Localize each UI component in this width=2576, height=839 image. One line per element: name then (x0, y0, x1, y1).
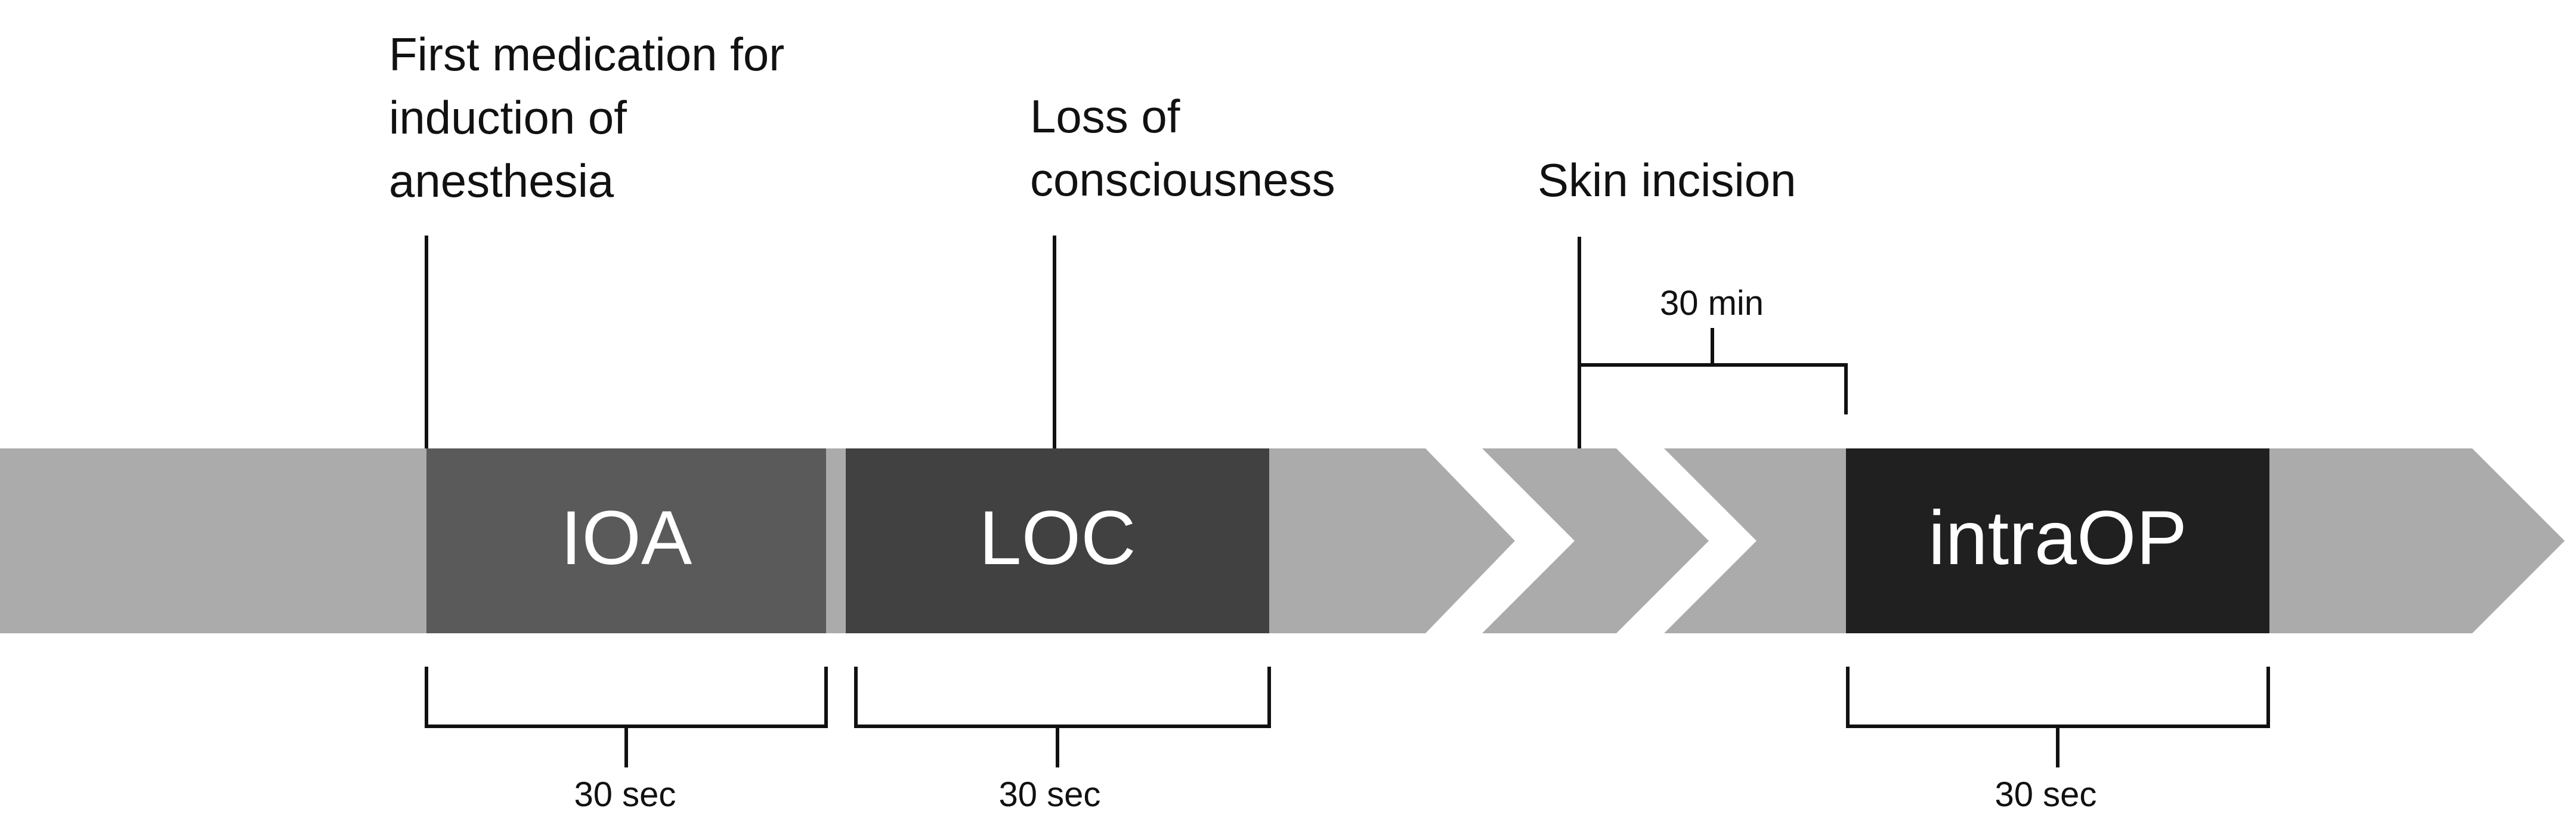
loss-of-consciousness-line-1: Loss of (1030, 90, 1180, 143)
incision-gap-duration-label: 30 min (1660, 284, 1764, 323)
loc-phase-label: LOC (979, 496, 1136, 581)
intraop-bracket-line (1846, 667, 2270, 767)
ioa-phase-box (426, 448, 826, 633)
ioa-phase-label: IOA (561, 496, 692, 581)
timeline-chevron-segment-1 (1482, 448, 1709, 633)
first-medication-line-2: induction of (389, 91, 627, 144)
intraop-phase-box (1846, 448, 2269, 633)
event-marker-lines (425, 236, 1581, 448)
ioa-duration-label: 30 sec (574, 775, 676, 814)
loss-of-consciousness-label: Loss of consciousness (1030, 90, 1335, 206)
loc-bracket-line (854, 667, 1271, 767)
ioa-bracket-line (425, 667, 828, 767)
intraop-duration-bracket: 30 sec (1846, 667, 2270, 814)
ioa-duration-bracket: 30 sec (425, 667, 828, 814)
loc-duration-label: 30 sec (999, 775, 1101, 814)
first-medication-line-1: First medication for (389, 28, 784, 81)
intraop-duration-label: 30 sec (1995, 775, 2097, 814)
timeline-first-arrowhead (1276, 448, 1515, 633)
incision-gap-bracket: 30 min (1579, 284, 1848, 414)
loc-duration-bracket: 30 sec (854, 667, 1271, 814)
skin-incision-label: Skin incision (1538, 154, 1796, 206)
timeline-chevron-segment-2 (1664, 448, 1846, 633)
loss-of-consciousness-line-2: consciousness (1030, 153, 1335, 206)
timeline-final-arrowhead (2269, 448, 2565, 633)
loc-phase-box (846, 448, 1269, 633)
intraop-phase-label: intraOP (1928, 496, 2187, 581)
incision-gap-bracket-line (1579, 328, 1848, 414)
first-medication-line-3: anesthesia (389, 154, 614, 207)
first-medication-label: First medication for induction of anesth… (389, 28, 797, 207)
event-labels: First medication for induction of anesth… (389, 28, 1796, 207)
phase-boxes: IOA LOC intraOP (426, 448, 2269, 633)
